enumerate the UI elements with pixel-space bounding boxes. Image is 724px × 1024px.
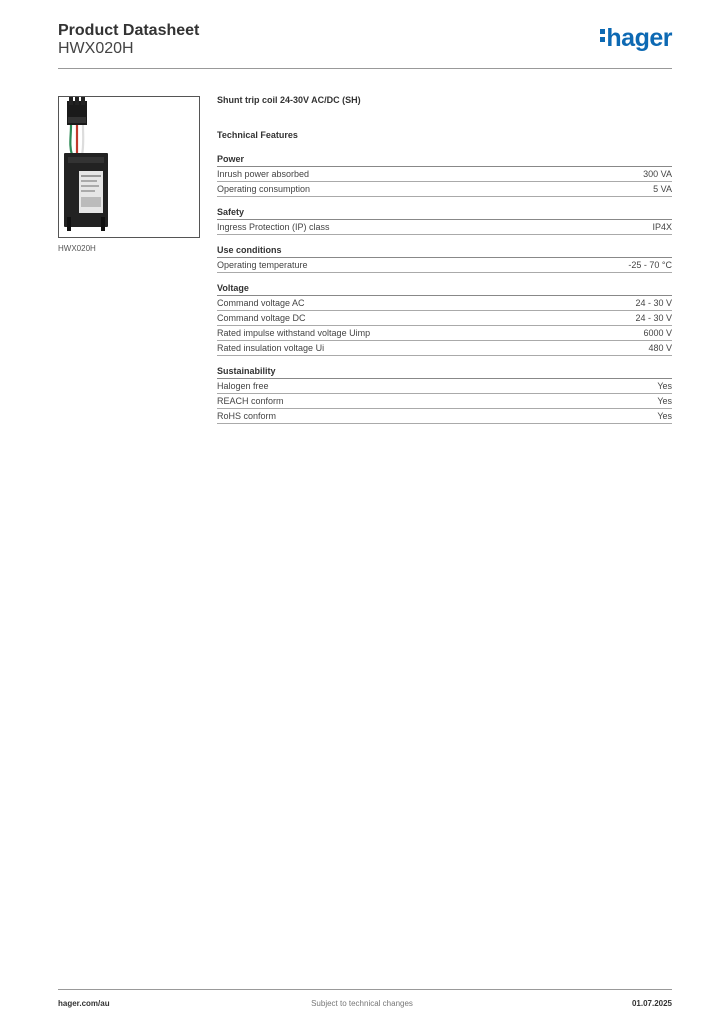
image-caption: HWX020H [58, 244, 96, 253]
spec-value: 24 - 30 V [635, 313, 672, 323]
spec-value: 300 VA [643, 169, 672, 179]
spec-value: Yes [657, 381, 672, 391]
spec-row: Rated insulation voltage Ui 480 V [217, 341, 672, 356]
section-use-conditions: Use conditions Operating temperature -25 … [217, 245, 672, 273]
logo-wordmark: hager [606, 24, 672, 52]
spec-label: Rated impulse withstand voltage Uimp [217, 328, 371, 338]
spec-value: 6000 V [643, 328, 672, 338]
technical-features-heading: Technical Features [217, 130, 298, 140]
spec-value: Yes [657, 411, 672, 421]
spec-row: Operating consumption 5 VA [217, 182, 672, 197]
header-divider [58, 68, 672, 69]
spec-label: REACH conform [217, 396, 284, 406]
spec-value: 480 V [648, 343, 672, 353]
footer-website-link[interactable]: hager.com/au [58, 999, 110, 1008]
section-voltage: Voltage Command voltage AC 24 - 30 V Comm… [217, 283, 672, 356]
spec-row: Halogen free Yes [217, 379, 672, 394]
footer-divider [58, 989, 672, 990]
spec-row: RoHS conform Yes [217, 409, 672, 424]
product-image [58, 96, 200, 238]
technical-content: Shunt trip coil 24-30V AC/DC (SH) Techni… [217, 95, 672, 424]
spec-row: REACH conform Yes [217, 394, 672, 409]
spec-value: Yes [657, 396, 672, 406]
hager-logo: hager [600, 24, 672, 53]
spec-row: Inrush power absorbed 300 VA [217, 167, 672, 182]
spec-label: Operating consumption [217, 184, 311, 194]
spec-row: Rated impulse withstand voltage Uimp 6000… [217, 326, 672, 341]
section-safety: Safety Ingress Protection (IP) class IP4X [217, 207, 672, 235]
section-title: Safety [217, 207, 672, 220]
footer-date: 01.07.2025 [631, 999, 672, 1008]
section-title: Use conditions [217, 245, 672, 258]
spec-label: Rated insulation voltage Ui [217, 343, 325, 353]
spec-row: Operating temperature -25 - 70 °C [217, 258, 672, 273]
document-title: Product Datasheet [58, 22, 200, 39]
spec-label: Operating temperature [217, 260, 308, 270]
section-title: Power [217, 154, 672, 167]
spec-row: Ingress Protection (IP) class IP4X [217, 220, 672, 235]
spec-label: Command voltage DC [217, 313, 306, 323]
spec-value: IP4X [652, 222, 672, 232]
spec-row: Command voltage DC 24 - 30 V [217, 311, 672, 326]
spec-label: Ingress Protection (IP) class [217, 222, 330, 232]
spec-label: Command voltage AC [217, 298, 305, 308]
spec-label: Inrush power absorbed [217, 169, 310, 179]
spec-label: RoHS conform [217, 411, 277, 421]
shunt-trip-coil-illustration [64, 97, 108, 231]
product-reference: HWX020H [58, 40, 134, 57]
document-header: Product Datasheet HWX020H [58, 22, 199, 58]
spec-row: Command voltage AC 24 - 30 V [217, 296, 672, 311]
spec-label: Halogen free [217, 381, 269, 391]
spec-value: 5 VA [653, 184, 672, 194]
spec-value: 24 - 30 V [635, 298, 672, 308]
logo-colon-mark [600, 26, 606, 45]
section-title: Sustainability [217, 366, 672, 379]
footer-notice: Subject to technical changes [311, 999, 413, 1008]
spec-value: -25 - 70 °C [628, 260, 672, 270]
product-name: Shunt trip coil 24-30V AC/DC (SH) [217, 95, 361, 105]
section-title: Voltage [217, 283, 672, 296]
section-power: Power Inrush power absorbed 300 VA Operat… [217, 154, 672, 197]
